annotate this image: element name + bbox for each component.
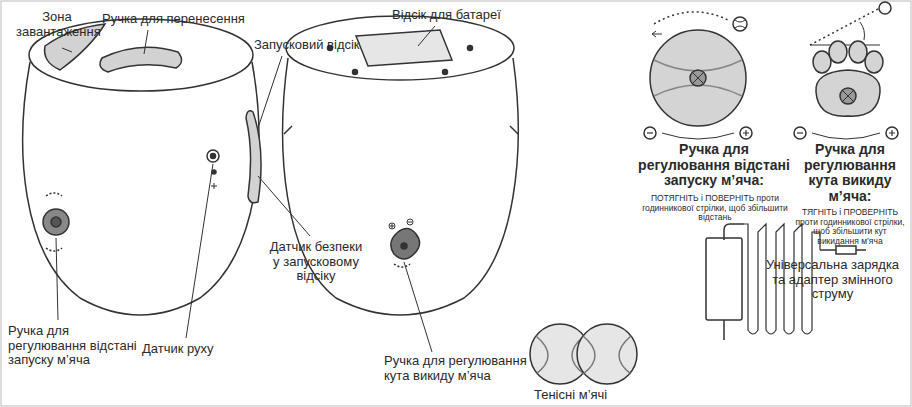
knob-heading: Ручка для регулювання кута викиду м’яча: — [792, 142, 908, 205]
part-label: Універсальна зарядка та адаптер змінного… — [760, 258, 905, 302]
knob-instruction: ПОТЯГНІТЬ і ПОВЕРНІТЬ проти годинникової… — [640, 194, 790, 223]
knob-instruction: ТЯГНІТЬ і ПРОВЕРНІТЬ проти годинникової … — [794, 208, 906, 246]
part-label: Ручка для перенесення — [102, 12, 252, 27]
part-label: Тенісні м’ячі — [534, 388, 644, 403]
part-label: Зона завантаження — [16, 10, 98, 39]
part-label: Ручка для регулювання відстані запуску м… — [8, 324, 148, 368]
part-label: Ручка для регулювання кута викиду м’яча — [384, 354, 554, 383]
part-label: Датчик безпеки у запусковому відсіку — [266, 240, 366, 284]
knob-heading: Ручка для регулювання відстані запуску м… — [636, 142, 792, 189]
part-label: Запусковий відсік — [254, 38, 389, 53]
part-label: Датчик руху — [142, 342, 242, 357]
part-label: Відсік для батареї — [392, 8, 532, 23]
